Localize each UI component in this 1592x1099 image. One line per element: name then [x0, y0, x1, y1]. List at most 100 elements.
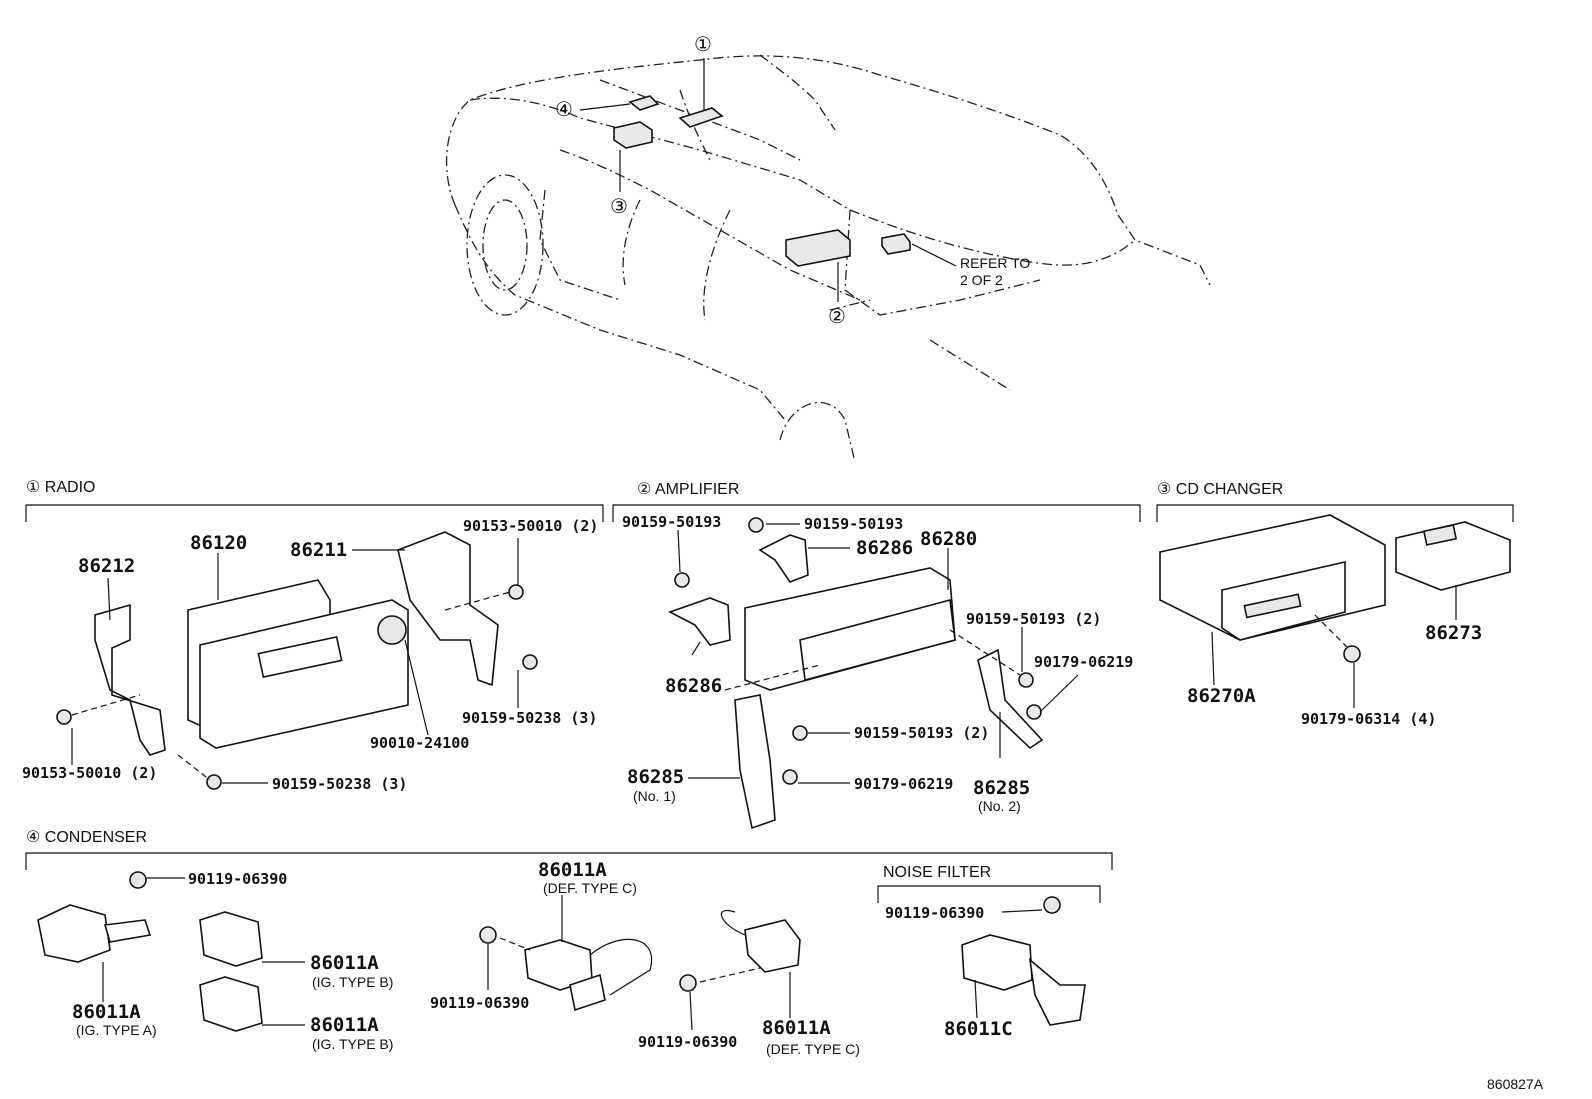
- cd-magazine-label: [1422, 524, 1458, 546]
- condenser-ig-type-b-upper: [199, 911, 263, 967]
- part-number-condenser-type-b2: 86011A: [310, 1014, 379, 1036]
- part-number-condenser-type-b1: 86011A: [310, 952, 379, 974]
- condenser-def-type-c-right-lead: [720, 910, 746, 936]
- section-bracket-amplifier: [612, 504, 1141, 522]
- part-number-amplifier-stay-no1: 86285: [627, 766, 684, 788]
- part-number-noise-filter: 86011C: [944, 1018, 1013, 1040]
- section-radio: ① RADIO 86212 86120 86211 90153-50010 (2…: [22, 479, 604, 793]
- amplifier-screw-d-icon: [792, 725, 808, 741]
- cd-changer-nut-icon: [1343, 645, 1361, 663]
- part-number-amplifier-nut-a: 90179-06219: [1034, 653, 1133, 671]
- car-wheel-rear: [779, 402, 856, 463]
- part-number-condenser-type-c2: 86011A: [762, 1017, 831, 1039]
- part-number-condenser-type-c1: 86011A: [538, 859, 607, 881]
- car-body-outline: [445, 54, 1211, 421]
- callout-4-label: ④: [555, 97, 573, 121]
- section-cd-changer: ③ CD CHANGER 86270A 86273 90179-06314 (4…: [1156, 481, 1514, 728]
- part-number-86212: 86212: [78, 555, 135, 577]
- radio-volume-knob: [377, 615, 407, 645]
- part-number-noise-filter-bolt: 90119-06390: [885, 904, 984, 922]
- cd-magazine-86273: [1395, 521, 1511, 591]
- part-number-cd-changer: 86270A: [1187, 685, 1256, 707]
- condenser-ig-type-b-lower: [199, 976, 263, 1032]
- section-title-noise-filter: NOISE FILTER: [883, 864, 991, 881]
- condenser-ig-type-a: [37, 904, 111, 963]
- radio-bracket-86211: [397, 531, 499, 687]
- cd-changer-slot: [1243, 593, 1302, 619]
- radio-screw-bottom-icon: [206, 774, 222, 790]
- part-number-amplifier-screw-d: 90159-50193 (2): [854, 724, 989, 742]
- condenser-bolt1-icon: [129, 871, 147, 889]
- car-wheel-front: [466, 174, 544, 316]
- amplifier-stay-86285-no1: [734, 694, 776, 830]
- radio-bolt-left-icon: [56, 709, 72, 725]
- part-number-radio-bolt-top: 90153-50010 (2): [463, 517, 598, 535]
- section-bracket-radio: [25, 504, 604, 522]
- section-amplifier: ② AMPLIFIER 90159-50193 90159-50193 8628…: [612, 481, 1141, 830]
- condenser-bolt2-icon: [479, 926, 497, 944]
- amplifier-nut-a-icon: [1026, 704, 1042, 720]
- part-number-amplifier-bracket-left: 86286: [665, 675, 722, 697]
- section-bracket-cd-changer: [1156, 504, 1514, 522]
- callout-3-label: ③: [610, 194, 628, 218]
- part-number-condenser-bolt1: 90119-06390: [188, 870, 287, 888]
- part-number-86120: 86120: [190, 532, 247, 554]
- part-number-amplifier-screw-b: 90159-50193: [804, 515, 903, 533]
- part-number-amplifier-bracket-top: 86286: [856, 537, 913, 559]
- condenser-def-type-c-left-lead: [589, 938, 653, 996]
- section-bracket-condenser: [25, 852, 1113, 870]
- amplifier-bracket-86286-top: [758, 534, 809, 583]
- part-number-cd-changer-nut: 90179-06314 (4): [1301, 710, 1436, 728]
- condenser-type-b2-note: (IG. TYPE B): [312, 1036, 393, 1052]
- part-number-condenser-type-a: 86011A: [72, 1001, 141, 1023]
- radio-bolt-top-icon: [508, 584, 524, 600]
- amplifier-front-panel: [799, 598, 956, 682]
- section-title-amplifier: ② AMPLIFIER: [637, 481, 739, 498]
- radio-location-icon: [678, 107, 724, 128]
- part-number-amplifier-stay-no2: 86285: [973, 777, 1030, 799]
- noise-filter-location-icon: [881, 233, 911, 255]
- amplifier-nut-b-icon: [782, 769, 798, 785]
- section-title-cd-changer: ③ CD CHANGER: [1157, 481, 1283, 498]
- figure-code: 860827A: [1487, 1076, 1544, 1092]
- part-number-amplifier-screw-c: 90159-50193 (2): [966, 610, 1101, 628]
- part-number-radio-knob: 90010-24100: [370, 734, 469, 752]
- section-bracket-noise-filter: [877, 885, 1101, 903]
- amplifier-screw-b-icon: [748, 517, 764, 533]
- amplifier-stay-no2-note: (No. 2): [978, 798, 1021, 814]
- part-number-86211: 86211: [290, 539, 347, 561]
- section-title-condenser: ④ CONDENSER: [26, 829, 147, 846]
- radio-bracket-86212: [94, 603, 166, 756]
- condenser-def-type-c-right: [744, 919, 801, 973]
- section-title-radio: ① RADIO: [26, 479, 95, 496]
- amplifier-screw-a-icon: [674, 572, 690, 588]
- noise-filter-bolt-icon: [1043, 896, 1061, 914]
- refer-to-sheet-label: 2 OF 2: [960, 272, 1003, 288]
- part-number-radio-bolt-left: 90153-50010 (2): [22, 764, 157, 782]
- condenser-ig-type-a-bracket: [103, 919, 152, 943]
- condenser-type-c2-note: (DEF. TYPE C): [766, 1041, 860, 1057]
- part-number-amplifier-screw-a: 90159-50193: [622, 513, 721, 531]
- condenser-location-icon: [628, 95, 660, 111]
- noise-filter-bracket: [1028, 958, 1086, 1026]
- condenser-type-c1-note: (DEF. TYPE C): [543, 880, 637, 896]
- condenser-type-a-note: (IG. TYPE A): [76, 1022, 157, 1038]
- condenser-type-b1-note: (IG. TYPE B): [312, 974, 393, 990]
- amplifier-stay-86285-no2: [977, 648, 1044, 750]
- callout-2-label: ②: [828, 304, 846, 328]
- noise-filter-86011C: [961, 934, 1033, 991]
- part-number-radio-screw-bottom: 90159-50238 (3): [272, 775, 407, 793]
- vehicle-overview: ① ④ ③ ② REFER TO 2 OF 2: [445, 32, 1211, 463]
- radio-screw-right-icon: [522, 654, 538, 670]
- part-number-condenser-bolt2: 90119-06390: [430, 994, 529, 1012]
- amplifier-screw-c-icon: [1018, 672, 1034, 688]
- callout-1-label: ①: [694, 32, 712, 56]
- part-number-amplifier-unit: 86280: [920, 528, 977, 550]
- amplifier-stay-no1-note: (No. 1): [633, 788, 676, 804]
- radio-face-panel: [199, 599, 409, 749]
- condenser-bolt3-icon: [679, 974, 697, 992]
- amplifier-bracket-86286-left: [667, 597, 731, 646]
- part-number-amplifier-nut-b: 90179-06219: [854, 775, 953, 793]
- part-number-condenser-bolt3: 90119-06390: [638, 1033, 737, 1051]
